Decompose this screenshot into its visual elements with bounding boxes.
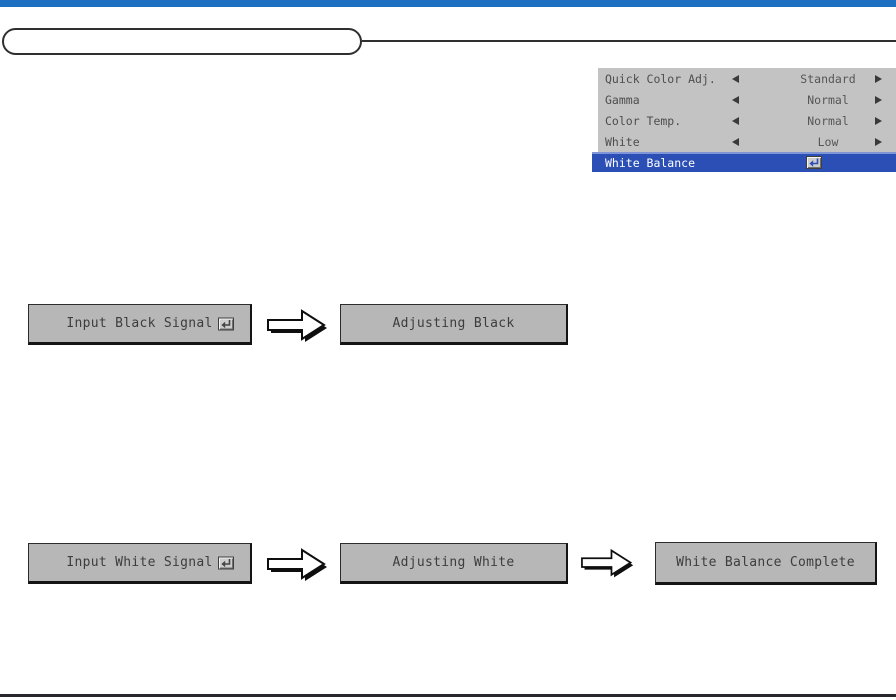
adjusting-white-status-box: Adjusting White: [340, 543, 568, 584]
adjusting-black-label: Adjusting Black: [392, 316, 515, 331]
increase-arrow-icon[interactable]: [875, 137, 882, 146]
flow-arrow-icon: [267, 309, 327, 342]
title-rule-line: [362, 40, 896, 42]
menu-row-white-balance-selected[interactable]: White Balance: [592, 152, 896, 172]
menu-row-value: Low: [817, 134, 839, 149]
enter-button[interactable]: [218, 556, 234, 569]
adjusting-black-status-box: Adjusting Black: [340, 304, 568, 345]
menu-row-white[interactable]: White Low: [598, 131, 896, 152]
menu-row-label: Gamma: [605, 92, 640, 107]
menu-row-value: Standard: [800, 71, 856, 86]
menu-row-label: White Balance: [605, 156, 696, 170]
menu-row-quick-color-adj[interactable]: Quick Color Adj. Standard: [598, 68, 896, 89]
decrease-arrow-icon[interactable]: [732, 74, 739, 83]
menu-row-label: Color Temp.: [605, 113, 682, 128]
menu-row-value: Normal: [807, 113, 849, 128]
increase-arrow-icon[interactable]: [875, 116, 882, 125]
decrease-arrow-icon[interactable]: [732, 95, 739, 104]
increase-arrow-icon[interactable]: [875, 74, 882, 83]
page-bottom-rule-bar: [0, 694, 896, 697]
enter-button[interactable]: [806, 156, 822, 169]
flow-arrow-icon: [267, 548, 327, 581]
input-black-signal-button[interactable]: Input Black Signal: [28, 304, 252, 345]
input-white-signal-button[interactable]: Input White Signal: [28, 543, 252, 584]
white-balance-complete-status-box: White Balance Complete: [655, 542, 877, 585]
decrease-arrow-icon[interactable]: [732, 137, 739, 146]
decrease-arrow-icon[interactable]: [732, 116, 739, 125]
section-title-pill: [2, 28, 362, 55]
menu-row-gamma[interactable]: Gamma Normal: [598, 89, 896, 110]
input-black-signal-label: Input Black Signal: [66, 316, 213, 331]
input-white-signal-label: Input White Signal: [66, 555, 213, 570]
return-arrow-icon: [221, 558, 231, 567]
enter-button[interactable]: [218, 317, 234, 330]
white-balance-complete-label: White Balance Complete: [676, 555, 855, 570]
menu-row-color-temp[interactable]: Color Temp. Normal: [598, 110, 896, 131]
return-arrow-icon: [221, 319, 231, 328]
increase-arrow-icon[interactable]: [875, 95, 882, 104]
color-menu: Quick Color Adj. Standard Gamma Normal C…: [598, 68, 896, 152]
flow-arrow-icon: [581, 548, 634, 578]
return-arrow-icon: [809, 158, 819, 167]
adjusting-white-label: Adjusting White: [392, 555, 515, 570]
page-top-accent-bar: [0, 0, 896, 7]
menu-row-label: White: [605, 134, 640, 149]
menu-row-value: Normal: [807, 92, 849, 107]
menu-row-label: Quick Color Adj.: [605, 71, 716, 86]
